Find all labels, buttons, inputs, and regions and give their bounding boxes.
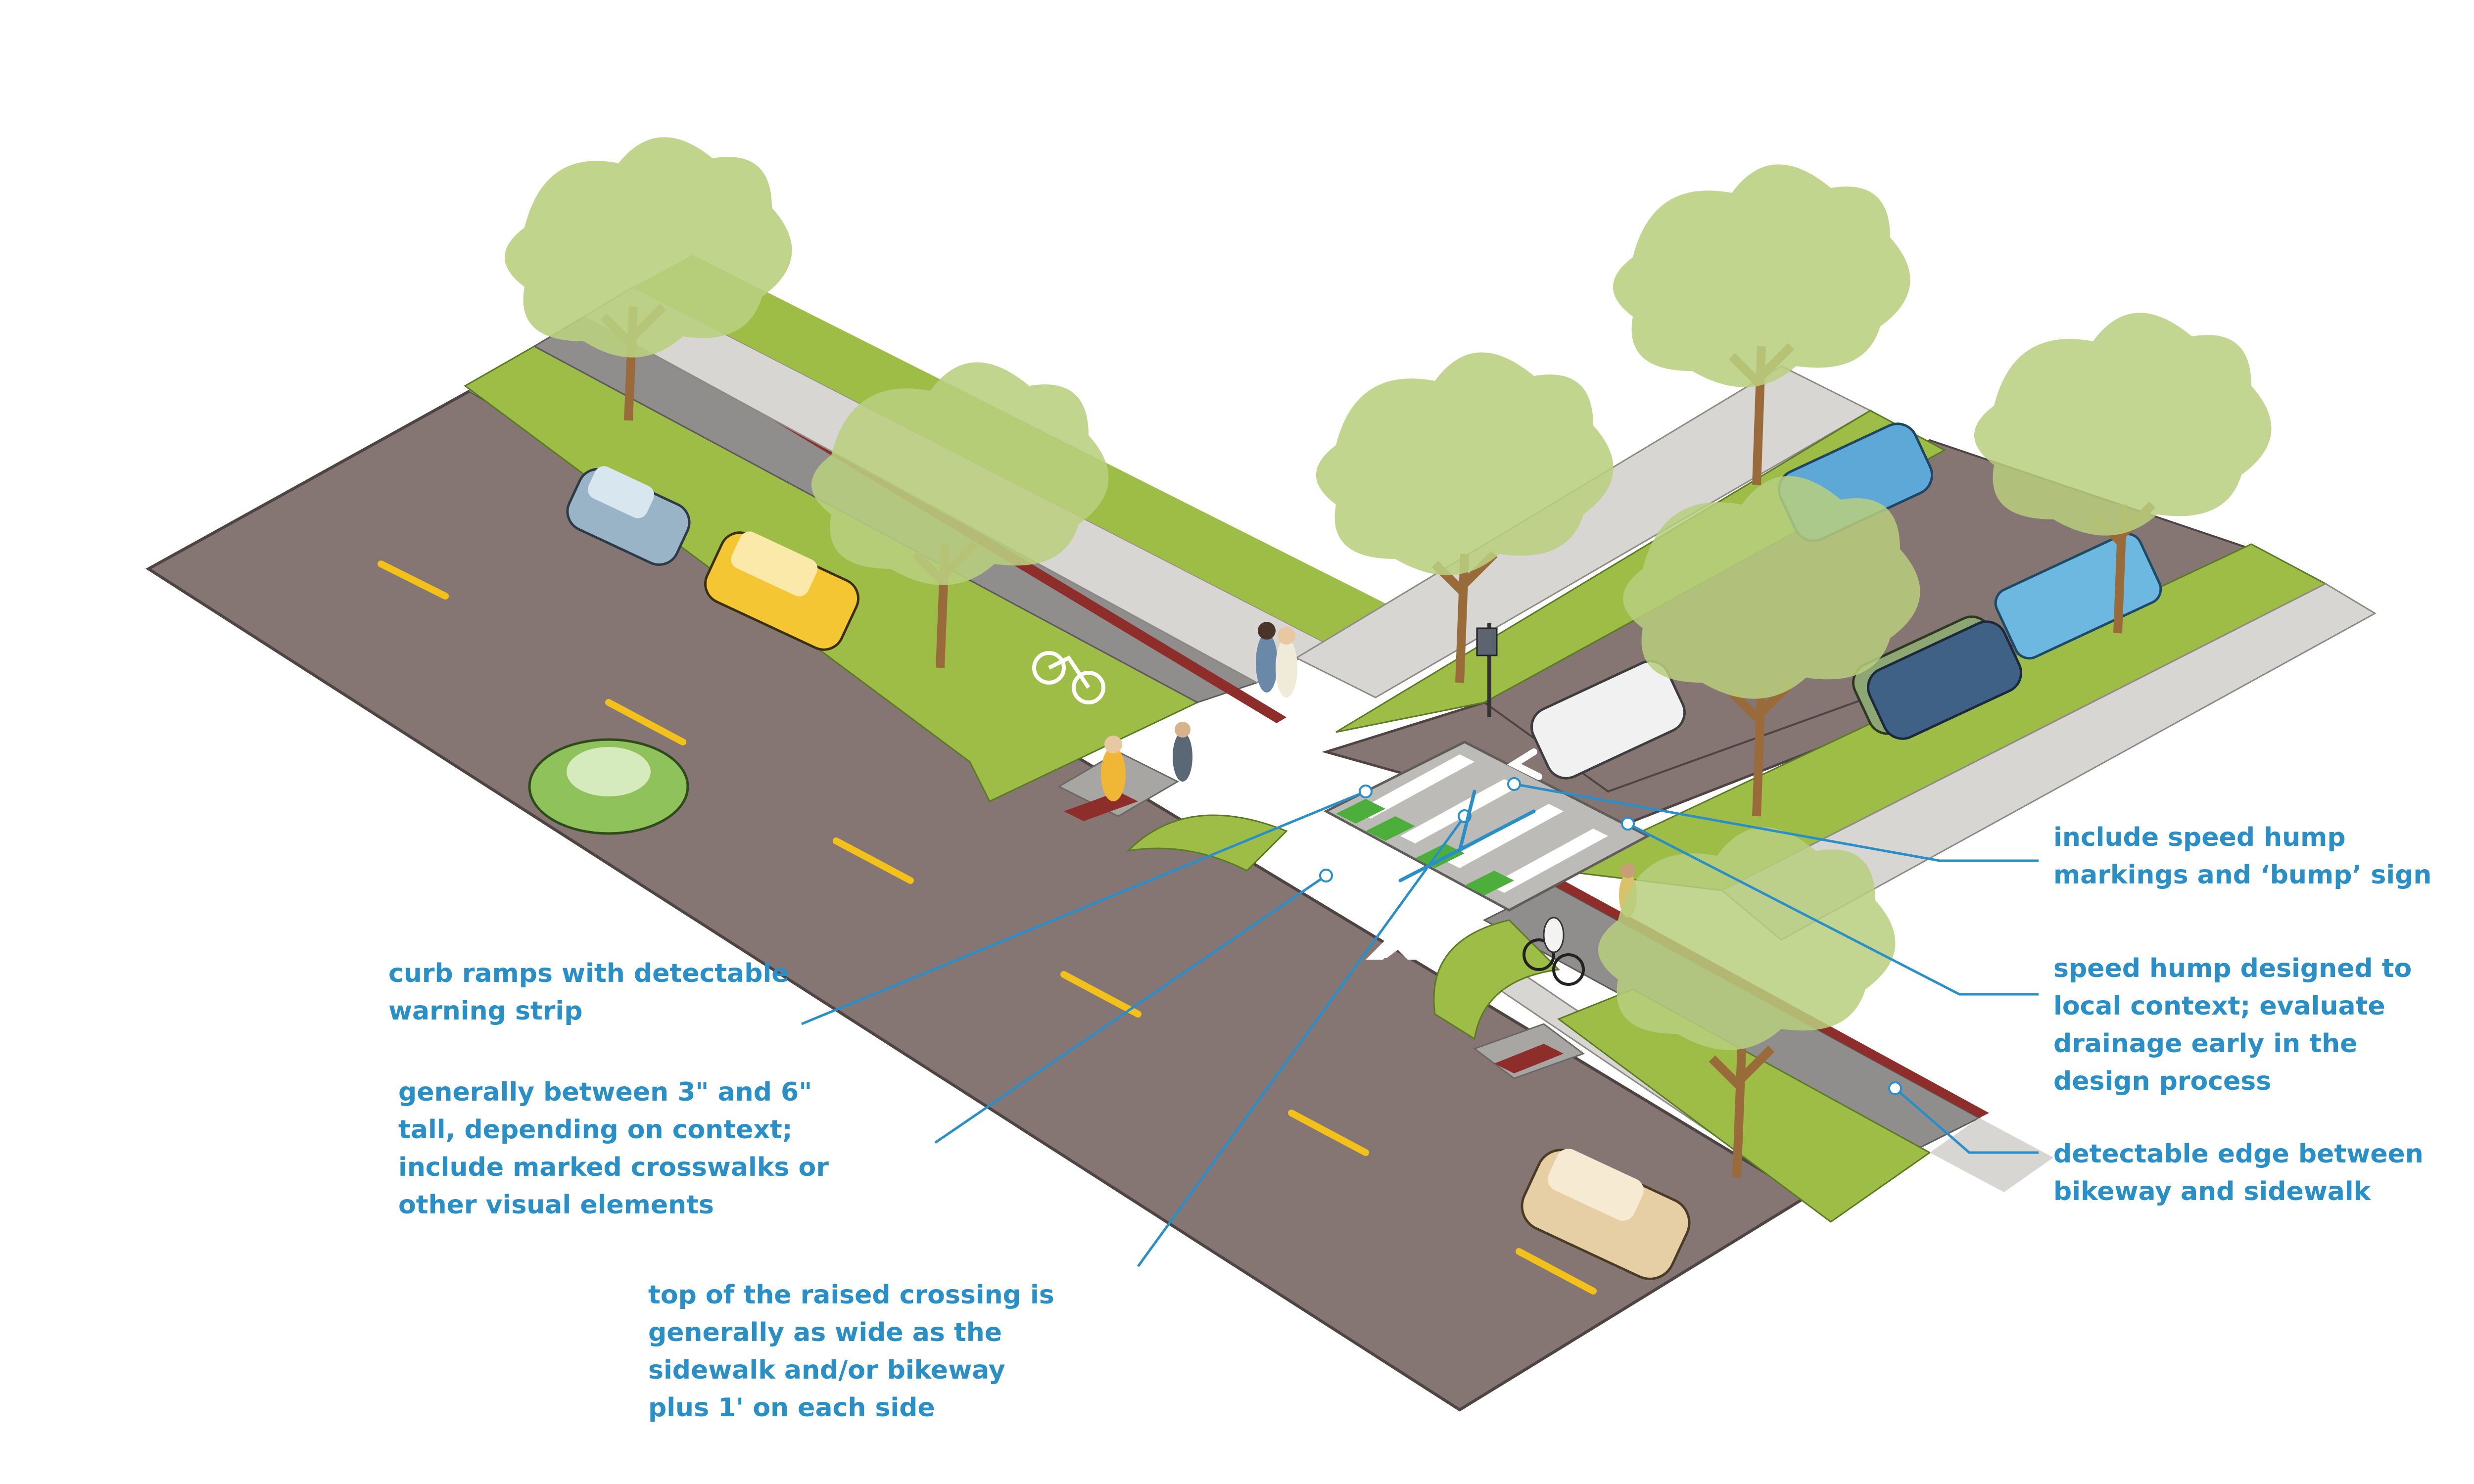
callout-curb-ramps: curb ramps with detectable warning strip [388, 955, 789, 1030]
callout-line: drainage early in the [2053, 1029, 2358, 1059]
callout-line: include marked crosswalks or [398, 1153, 829, 1182]
right-lower-walk [1930, 1118, 2053, 1192]
callout-hump-context: speed hump designed to local context; ev… [2053, 950, 2412, 1100]
leader-hump-context [1627, 822, 2039, 996]
callout-detectable-edge: detectable edge between bikeway and side… [2053, 1135, 2424, 1210]
leader-detectable-edge [1894, 1087, 2039, 1154]
leader-dots [1319, 777, 1902, 1095]
lane-center-dashes [378, 560, 1597, 1295]
callout-line: markings and ‘bump’ sign [2053, 860, 2432, 890]
parked-car-white [1530, 660, 1686, 780]
tree-right-lower [1598, 827, 1896, 1178]
callout-line: speed hump designed to [2053, 954, 2412, 983]
tree-center [1316, 352, 1614, 683]
car-green-beetle [528, 738, 689, 835]
callout-line: design process [2053, 1067, 2272, 1096]
cyclist [1522, 917, 1585, 986]
leader-top-width [1137, 815, 1466, 1267]
parked-car-navy [1867, 620, 2022, 740]
callout-line: curb ramps with detectable [388, 959, 789, 988]
leader-height [934, 874, 1327, 1144]
callout-line: tall, depending on context; [398, 1115, 793, 1145]
callout-height: generally between 3" and 6" tall, depend… [398, 1073, 829, 1224]
callout-top-width: top of the raised crossing is generally … [648, 1276, 1054, 1427]
callout-line: generally between 3" and 6" [398, 1077, 812, 1107]
callout-line: top of the raised crossing is [648, 1280, 1054, 1310]
tree-right-far [1974, 313, 2272, 634]
warning-strip-left [1064, 791, 1138, 821]
callout-line: include speed hump [2053, 823, 2346, 852]
callout-line: other visual elements [398, 1190, 714, 1220]
corner-planter-right [1433, 919, 1561, 1040]
tree-right-middle [1623, 476, 1920, 817]
tree-left-1 [505, 137, 792, 421]
pedestrian-yellow-shirt [1101, 736, 1126, 801]
crossing-green-bike-marks [1336, 799, 1514, 895]
callout-line: generally as wide as the [648, 1318, 1002, 1347]
pedestrian-couple [1256, 622, 1297, 697]
callout-line: sidewalk and/or bikeway [648, 1355, 1005, 1385]
leader-hump-markings [1514, 783, 2039, 862]
car-tan-minivan [1521, 1149, 1691, 1280]
callout-line: local context; evaluate [2053, 991, 2385, 1021]
callout-hump-markings: include speed hump markings and ‘bump’ s… [2053, 819, 2431, 894]
parked-car-blue-left [566, 466, 691, 566]
corner-planter-left [1126, 814, 1288, 872]
callout-line: detectable edge between [2053, 1139, 2424, 1169]
leader-curb-ramps [801, 790, 1366, 1025]
tree-right-upper [1613, 164, 1910, 485]
callout-line: warning strip [388, 996, 583, 1026]
bump-sign [1476, 623, 1498, 717]
callout-line: bikeway and sidewalk [2053, 1177, 2371, 1206]
leader-lines [801, 783, 2039, 1267]
tree-left-2 [811, 362, 1109, 668]
callout-line: plus 1' on each side [648, 1393, 935, 1423]
lane-arrow-marking [1366, 930, 1425, 960]
dimension-arrows [1398, 789, 1536, 882]
parked-car-yellow [704, 531, 859, 651]
crosswalk-stripes [1356, 754, 1608, 893]
pedestrian-waiting [1173, 722, 1192, 782]
bike-lane-symbol [1032, 651, 1105, 704]
warning-strip-right [1494, 1044, 1564, 1073]
